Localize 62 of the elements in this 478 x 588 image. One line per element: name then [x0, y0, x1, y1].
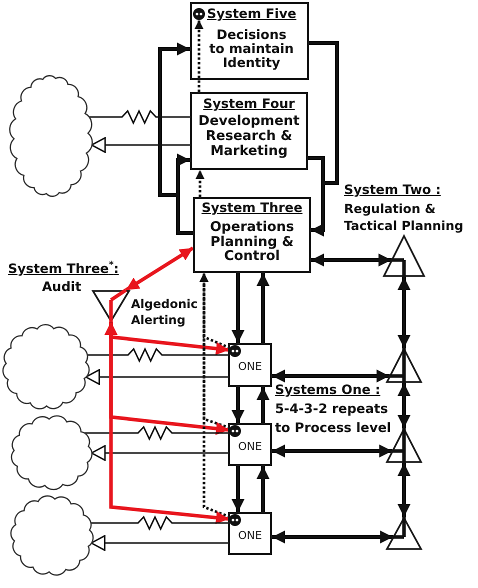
annotation: Regulation & Tactical Planning: [344, 200, 464, 234]
triangle-arrow: [90, 445, 228, 461]
cloud: [8, 72, 94, 200]
double-arrow: [311, 254, 392, 266]
unit-box: [228, 343, 272, 387]
triangle-symbol: [383, 235, 425, 277]
unit-label: ONE: [238, 360, 262, 373]
unit-box: [228, 512, 272, 555]
double-arrow: [104, 322, 230, 524]
box-heading: System Four: [203, 97, 295, 112]
unit-box: [228, 423, 272, 466]
annotation: Audit: [42, 280, 82, 295]
double-arrow: [272, 530, 394, 544]
arrow: [256, 387, 270, 423]
triangle-arrow: [90, 535, 228, 551]
double-arrow: [398, 277, 410, 348]
dotted-arrow: [196, 170, 204, 197]
double-arrow: [272, 370, 390, 382]
section-title: System Two :: [344, 183, 441, 198]
dot-icon: [229, 345, 241, 357]
box-heading: System Three: [202, 201, 302, 216]
arrow: [308, 156, 325, 236]
system-box: [193, 197, 311, 273]
annotation: 5-4-3-2 repeats to Process level: [275, 401, 392, 438]
system-box: [190, 2, 309, 80]
double-arrow: [272, 444, 392, 458]
triangle-symbol: [386, 348, 422, 383]
cloud: [0, 322, 92, 412]
dotted-arrow: [200, 273, 230, 518]
section-title: System Three$^{*}$:: [8, 262, 119, 277]
zigzag-line: [88, 109, 190, 125]
arrow: [232, 387, 244, 423]
dotted-arrow: [200, 273, 230, 430]
box-text: Development Research & Marketing: [197, 114, 301, 159]
zigzag-line: [84, 425, 228, 441]
unit-label: ONE: [238, 529, 262, 542]
section-title: Systems One :: [275, 383, 380, 398]
box-text: Decisions to maintain Identity: [208, 29, 295, 71]
box-heading: System Five: [207, 7, 296, 22]
inverted-triangle: [92, 290, 130, 322]
arrow: [232, 273, 244, 343]
triangle-arrow: [90, 137, 190, 153]
dotted-arrow: [194, 20, 204, 92]
double-arrow: [398, 383, 410, 428]
arrow: [256, 273, 270, 343]
zigzag-line: [87, 347, 228, 363]
unit-label: ONE: [238, 440, 262, 453]
dot-icon: [193, 8, 205, 20]
box-text: Operations Planning & Control: [208, 220, 296, 264]
zigzag-line: [90, 515, 228, 531]
dot-icon: [229, 514, 241, 526]
triangle-symbol: [386, 517, 422, 550]
arrow: [256, 466, 270, 512]
arrow: [232, 466, 244, 512]
double-arrow: [398, 463, 410, 517]
dot-icon: [229, 425, 241, 437]
annotation: Algedonic Alerting: [131, 296, 199, 328]
triangle-arrow: [85, 369, 228, 385]
system-box: [190, 92, 308, 170]
cloud: [8, 493, 96, 578]
double-arrow: [125, 246, 194, 292]
cloud: [8, 413, 95, 492]
